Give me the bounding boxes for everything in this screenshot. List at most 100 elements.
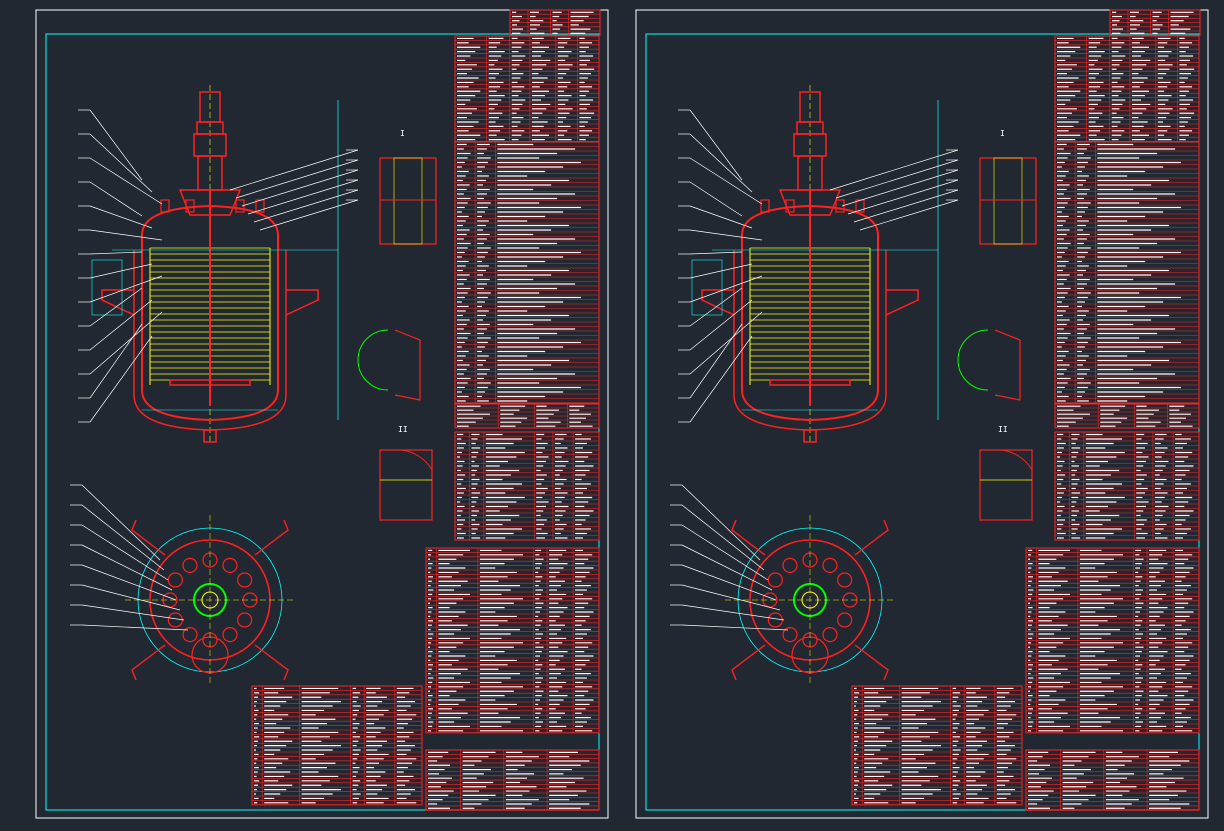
technical-requirements-table [454,141,600,404]
balloon-left-leader [89,157,163,205]
inspection-table [454,403,600,429]
support-lug-right [885,289,919,316]
plan-nozzle [822,627,838,643]
plan-nozzle [822,557,838,573]
balloon-left-leader [689,275,763,303]
balloon-right-leader [859,199,959,231]
balloon-left-leader [89,181,143,217]
detail-arc [957,329,989,391]
detail-i-core [993,157,1023,245]
detail-label-i: I [1000,129,1005,138]
top-nozzle [785,199,795,213]
plan-balloon-leader [681,524,769,581]
plan-balloon-leader [81,484,161,561]
balloon-right-leader [259,199,359,231]
plan-balloon-leader [81,584,181,611]
detail-label-ii: II [998,425,1008,434]
balloon-left-leader [689,311,763,375]
detail-arc [357,329,389,391]
plan-leg [131,519,166,556]
plan-leg [854,644,889,681]
plan-balloon-leader [681,604,785,621]
plan-balloon-leader [681,484,761,561]
balloon-left-leader [689,157,763,205]
title-block [425,749,600,811]
nozzle-table [454,431,600,541]
bottom-head [141,389,279,422]
plan-leg [854,519,889,556]
plan-leg [254,644,289,681]
balloon-right-leader [847,179,959,215]
balloon-left-leader [689,181,743,217]
detail-views: III [957,129,1037,521]
design-data-table [1054,35,1200,143]
detail-i-core [393,157,423,245]
sheet-frame [35,9,609,819]
vessel-elevation [678,85,959,445]
detail-views: III [357,129,437,521]
support-lug-left [101,289,135,316]
detail-ii-body [379,449,433,521]
parts-list-lower [251,685,423,806]
plan-leg [731,519,766,556]
plan-balloon-leader [81,624,189,631]
balloon-left-leader [89,133,153,193]
detail-ii-body [979,449,1033,521]
impeller-blade [169,379,251,386]
drawing-sheet-right[interactable]: III [635,9,1209,819]
top-nozzle [760,199,770,213]
top-title-box [509,9,601,36]
balloon-left-leader [89,323,143,399]
support-lug-left [701,289,735,316]
balloon-left-leader [689,205,753,229]
vessel-elevation [78,85,359,445]
plan-balloon-leader [681,584,781,611]
balloon-left-leader [689,263,753,279]
nozzle-table [1054,431,1200,541]
bottom-head [741,389,879,422]
plan-balloon-leader [681,564,777,601]
top-title-box [1109,9,1201,36]
top-nozzle [855,199,865,213]
technical-requirements-table [1054,141,1200,404]
plan-view [70,484,295,685]
sheet-frame [635,9,1209,819]
balloon-left-leader [89,287,143,327]
top-nozzle [255,199,265,213]
balloon-left-leader [89,299,153,351]
dim-box [91,259,123,316]
balloon-right-leader [829,149,959,191]
balloon-left-leader [689,299,753,351]
balloon-left-leader [689,229,763,241]
balloon-left-leader [89,205,153,229]
top-nozzle [235,199,245,213]
plan-nozzle [767,612,783,628]
plan-leg [131,644,166,681]
balloon-left-leader [89,251,143,255]
detail-i-body [979,157,1037,245]
plan-nozzle [837,572,853,588]
plan-nozzle [837,612,853,628]
balloon-right-leader [253,189,359,223]
plan-nozzle [222,557,238,573]
plan-balloon-leader [681,504,765,571]
plan-leg [731,644,766,681]
balloon-right-leader [841,169,959,207]
plan-view [670,484,895,685]
design-data-table [454,35,600,143]
balloon-left-leader [89,109,143,181]
balloon-left-leader [89,311,163,375]
plan-nozzle [167,572,183,588]
impeller-blade [769,379,851,386]
parts-list-upper [425,547,600,734]
parts-list-upper [1025,547,1200,734]
balloon-left-leader [689,335,753,423]
plan-leg [254,519,289,556]
drawing-sheet-left[interactable]: III [35,9,609,819]
detail-label-ii: II [398,425,408,434]
plan-balloon-leader [81,564,177,601]
plan-nozzle [167,612,183,628]
balloon-left-leader [689,323,743,399]
plan-balloon-leader [681,624,789,631]
